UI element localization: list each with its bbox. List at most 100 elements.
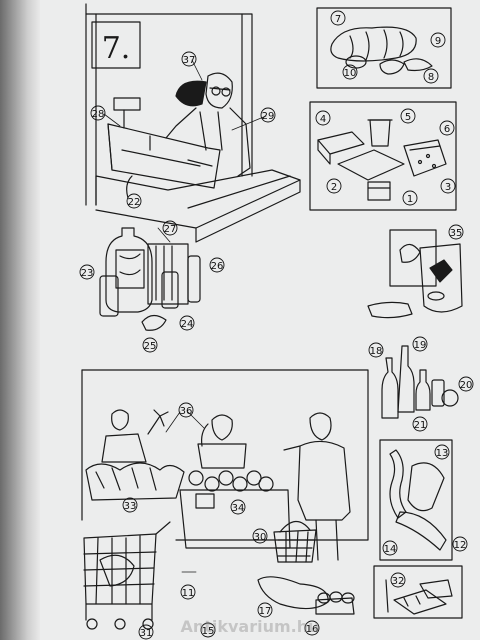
callout-22: 22 [126,193,142,209]
dairy-panel-frame [309,101,457,211]
dog-food-bag [419,243,463,313]
svg-text:10: 10 [344,68,357,79]
callout-37: 37 [181,51,197,67]
watermark: Antikvarium.hu [180,617,319,636]
bread-panel [316,7,452,89]
vegetable-crate [85,462,185,501]
egg-box [315,597,355,615]
milk-carton [403,139,447,177]
detergent-bottle [105,227,153,313]
shopping-basket [273,529,317,563]
svg-text:28: 28 [92,109,105,120]
assistant-head [111,409,129,431]
svg-text:24: 24 [181,319,194,330]
svg-text:18: 18 [370,346,383,357]
cat-food-box [389,229,437,287]
shop-girl-apron [197,443,247,469]
bread-panel-frame [316,7,452,89]
svg-text:20: 20 [460,380,473,391]
callout-33: 33 [122,497,138,513]
customer-head [309,412,332,441]
svg-text:3: 3 [445,182,451,193]
callout-16: 16 [304,620,320,636]
croissant [403,58,433,72]
sausage-panel [379,439,453,561]
deodorant [99,275,119,317]
callout-1: 1 [402,190,418,206]
soap-bar [141,314,167,331]
callout-27: 27 [162,220,178,236]
produce-scene [81,369,369,563]
spray-can [187,255,201,303]
salami [389,449,407,519]
bread-loaf [330,26,417,62]
callout-8: 8 [423,68,439,84]
cashier-scene [85,3,301,243]
callout-21: 21 [412,416,428,432]
cashier-glasses [211,86,221,96]
callout-3: 3 [440,178,456,194]
beer-bottle [397,345,415,413]
callout-11: 11 [180,584,196,600]
svg-text:8: 8 [428,72,434,83]
toiletries-group [99,227,201,331]
svg-text:29: 29 [262,111,275,122]
svg-text:37: 37 [183,55,196,66]
shop-girl-head [211,414,233,441]
callout-30: 30 [252,528,268,544]
callout-10: 10 [342,64,358,80]
callout-6: 6 [439,120,455,136]
shopping-trolley [83,521,171,630]
callout-4: 4 [315,110,331,126]
apple [188,470,204,486]
yoghurt-cup [369,119,391,147]
ham [407,462,445,512]
assistant-apron [101,433,147,463]
svg-text:36: 36 [180,406,193,417]
bottle-cap [441,389,459,407]
callout-26: 26 [209,257,225,273]
pet-food-group [367,229,463,319]
butter-pack [317,131,365,155]
callout-14: 14 [382,540,398,556]
juice-can [431,379,445,407]
callout-19: 19 [412,336,428,352]
svg-text:22: 22 [128,197,141,208]
svg-text:32: 32 [392,576,405,587]
section-number-box [91,21,141,69]
cashier-head [205,72,233,109]
callout-2: 2 [326,178,342,194]
callout-23: 23 [79,264,95,280]
svg-text:30: 30 [254,532,267,543]
svg-text:17: 17 [259,606,272,617]
section-number: 7. [102,31,131,66]
callout-13: 13 [434,444,450,460]
svg-text:34: 34 [232,503,245,514]
receipt-display [113,97,141,111]
sausage [395,511,447,551]
meat-eggs-group [257,576,355,615]
cashier-hair [175,80,207,107]
svg-text:25: 25 [144,341,157,352]
svg-text:35: 35 [450,228,463,239]
svg-text:11: 11 [182,588,195,599]
cream-cheese [367,181,391,201]
callout-36: 36 [178,402,194,418]
callout-17: 17 [257,602,273,618]
svg-text:12: 12 [454,540,467,551]
dairy-panel [309,101,457,211]
callout-15: 15 [200,622,216,638]
soda-bottle [415,369,431,411]
frozen-food-frame [373,565,463,619]
callout-28: 28 [90,105,106,121]
svg-text:31: 31 [140,628,153,639]
svg-text:7: 7 [335,14,341,25]
bun [345,55,367,69]
soap-box [147,243,189,305]
callout-32: 32 [390,572,406,588]
chewing-bone [367,301,413,319]
callout-18: 18 [368,342,384,358]
book-page-paper [40,0,480,640]
